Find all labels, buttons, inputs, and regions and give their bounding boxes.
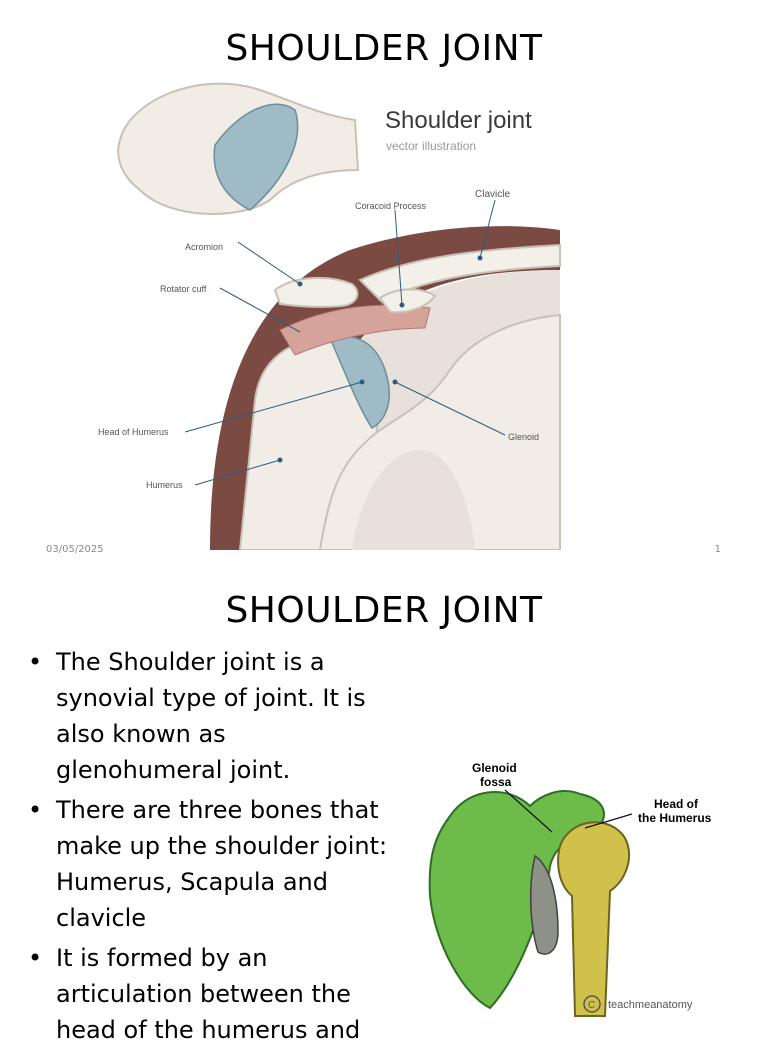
svg-text:C: C: [588, 1000, 595, 1011]
bullet-item: • It is formed by an articulation betwee…: [28, 940, 388, 1048]
slide-1: SHOULDER JOINT: [46, 28, 721, 555]
copyright-icon: [583, 995, 601, 1013]
label-fossa: fossa: [480, 775, 512, 789]
bullet-icon: •: [28, 648, 43, 676]
illustration-subheading: vector illustration: [386, 139, 476, 153]
bullet-item: • There are three bones that make up the …: [28, 792, 388, 936]
scapula-humerus-figure: Glenoid fossa Head of the Humerus C teac…: [410, 746, 740, 1026]
bullet-text: It is formed by an articulation between …: [56, 944, 361, 1044]
label-head-of: Head of: [654, 797, 699, 811]
bullet-text: The Shoulder joint is a synovial type of…: [56, 648, 366, 784]
label-head-of-humerus: Head of Humerus: [98, 427, 169, 437]
bullet-icon: •: [28, 796, 43, 824]
label-glenoid: Glenoid: [472, 761, 517, 775]
scapula-humerus-svg: Glenoid fossa Head of the Humerus C teac…: [428, 761, 712, 1017]
label-acromion: Acromion: [185, 242, 223, 252]
label-rotator-cuff: Rotator cuff: [160, 284, 207, 294]
bullet-list: • The Shoulder joint is a synovial type o…: [28, 644, 388, 1052]
label-the-humerus: the Humerus: [638, 811, 712, 825]
slide-title: SHOULDER JOINT: [225, 28, 543, 69]
shoulder-joint-illustration: Shoulder joint vector illustration Clavi…: [90, 70, 570, 550]
bullet-icon: •: [28, 944, 43, 972]
figure-credit: teachmeanatomy: [608, 999, 693, 1011]
slide-title: SHOULDER JOINT: [225, 590, 543, 631]
label-humerus: Humerus: [146, 480, 183, 490]
bullet-item: • The Shoulder joint is a synovial type o…: [28, 644, 388, 788]
label-clavicle: Clavicle: [475, 189, 510, 200]
label-coracoid-process: Coracoid Process: [355, 201, 427, 211]
illustration-heading: Shoulder joint: [385, 107, 532, 134]
label-glenoid: Glenoid: [508, 432, 539, 442]
footer-date: 03/05/2025: [46, 544, 104, 555]
slide-2: SHOULDER JOINT • The Shoulder joint is a …: [0, 566, 768, 1044]
footer-page-number: 1: [714, 544, 721, 555]
bullet-text: There are three bones that make up the s…: [56, 796, 388, 932]
shoulder-illustration-svg: Shoulder joint vector illustration Clavi…: [98, 82, 561, 550]
